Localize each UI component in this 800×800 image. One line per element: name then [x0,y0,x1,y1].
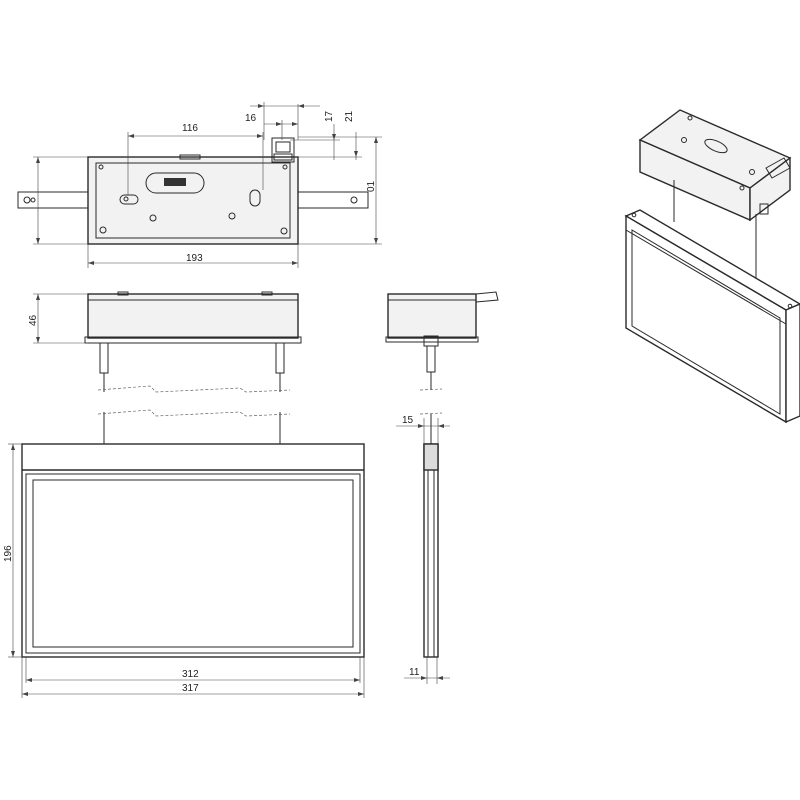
screw-right [228,212,236,220]
iso-panel-face [625,214,787,424]
dim-17: 17 [324,110,335,122]
side-elevation [385,291,499,658]
front-base-housing [87,293,299,339]
cable-grip-left [99,342,109,374]
side-cable-grip [426,345,436,373]
sign-face [32,479,354,648]
hole-right [249,189,261,207]
dim-16: 16 [245,113,257,124]
dim-312: 312 [182,669,199,680]
label-plate [164,178,186,186]
dim-11: 11 [409,667,420,678]
front-elevation [21,291,365,658]
dim-116: 116 [182,123,198,134]
dim-01: 01 [366,180,377,192]
iso-sign-face [631,229,781,415]
dim-21: 21 [344,110,355,122]
screw-left [149,214,157,222]
side-elevation-dimensions: 15 11 [396,415,450,684]
isometric-view [624,109,800,424]
top-view [17,137,369,245]
side-terminal [475,291,499,303]
side-panel [423,443,439,658]
rail-hole-left [23,196,31,204]
dim-193: 193 [186,253,203,264]
terminal-block [271,137,295,163]
dim-15: 15 [402,415,414,426]
front-elevation-dimensions: 46 196 312 317 [3,293,365,698]
break-line-lower [97,409,291,417]
cable-slot [145,172,205,194]
sign-panel [21,443,365,658]
dim-46: 46 [28,314,39,326]
top-view-dimensions: 116 16 17 21 01 [33,102,382,268]
hole-left [119,194,139,205]
break-line-upper [97,385,291,393]
cable-grip-right [275,342,285,374]
dim-317: 317 [182,683,199,694]
rail-hole-right [350,196,358,204]
dim-196: 196 [3,545,14,562]
side-base-housing [387,293,477,339]
base-housing [87,156,299,245]
